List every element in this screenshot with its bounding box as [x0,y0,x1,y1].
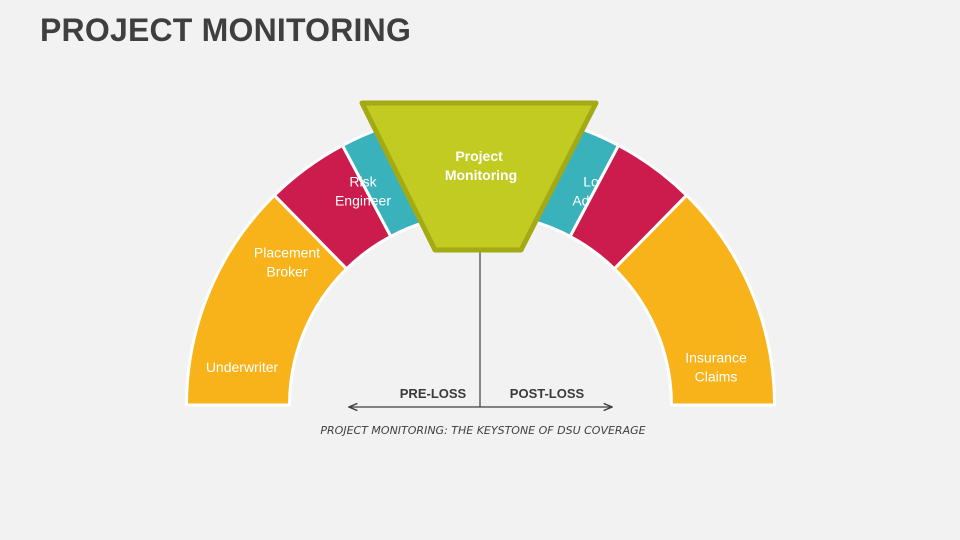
diagram-caption: PROJECT MONITORING: THE KEYSTONE OF DSU … [320,424,645,437]
keystone-label-line-2: Monitoring [445,167,517,183]
arch-segment-label-line: Risk [349,174,377,190]
pre-loss-label: PRE-LOSS [400,386,467,401]
arch-segment-label-line: Broker [266,264,308,280]
arch-segment-label-line: Underwriter [206,359,279,375]
arch-segment-label-line: Engineer [335,193,391,209]
keystone-shape [359,100,599,253]
arch-segment-label-line: Placement [254,245,320,261]
post-loss-label: POST-LOSS [510,386,585,401]
keystone-block: Project Monitoring [359,100,599,253]
arch-segment-label: Underwriter [206,359,279,375]
arch-segment-label-line: Insurance [685,350,747,366]
keystone-label-line-1: Project [455,148,503,164]
keystone-label: Project Monitoring [445,148,517,183]
arch-segment-shape [612,193,776,407]
arch-segment-label-line: Claims [695,369,738,385]
page-title: PROJECT MONITORING [40,12,412,48]
